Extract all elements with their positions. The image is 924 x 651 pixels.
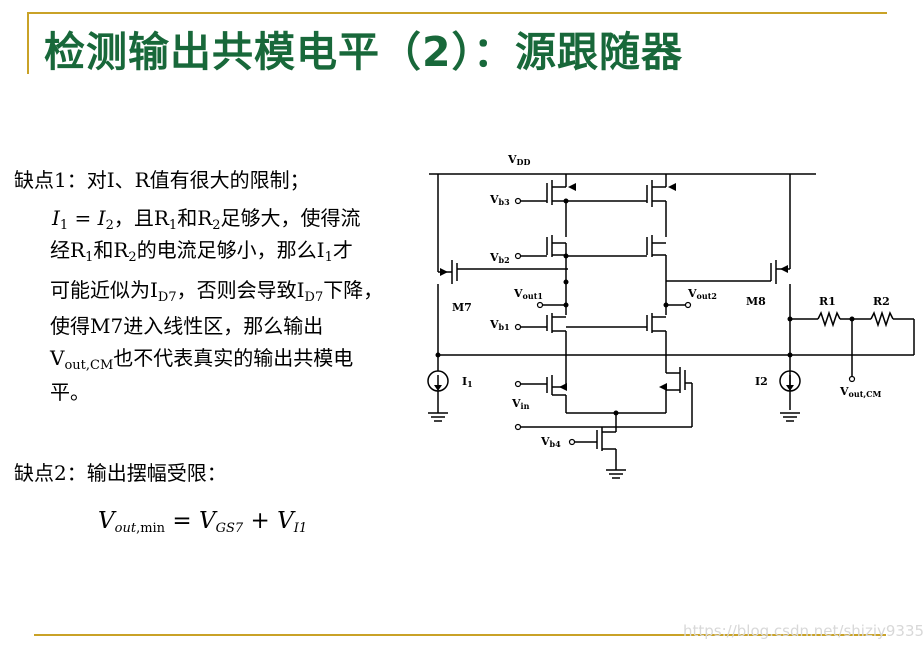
line2-a: 经R — [50, 238, 86, 262]
line1-sub2: 2 — [212, 218, 221, 233]
bottom-rule — [34, 634, 886, 636]
label-vb3: Vb3 — [489, 193, 510, 207]
drawback1-heading: 缺点1：对I、R值有很大的限制； — [14, 168, 310, 192]
f-vgs: V — [198, 508, 216, 534]
line1-a: ，且R — [113, 206, 169, 230]
line5-b: 也不代表真实的输出共模电 — [113, 346, 354, 370]
drawback1-line1: I1 = I2，且R1和R2足够大，使得流 — [52, 208, 361, 232]
line1-c: 足够大，使得流 — [220, 206, 361, 230]
line2-sub2: 2 — [128, 250, 137, 265]
drawback2-heading: 缺点2：输出摆幅受限： — [14, 461, 227, 485]
label-r1: R1 — [819, 295, 836, 308]
label-vin: Vin — [511, 397, 530, 411]
drawback2-formula: Vout,min = VGS7 + VI1 — [98, 508, 308, 536]
eq-i2: I — [97, 206, 106, 230]
line5-sub: out,CM — [64, 358, 114, 373]
page-title: 检测输出共模电平（2）：源跟随器 — [44, 28, 684, 76]
eq-equals: = — [68, 206, 98, 230]
f-vout-sub2: ,min — [136, 521, 166, 536]
drawback1-line6: 平。 — [50, 380, 90, 404]
drawback1-line3: 可能近似为ID7，否则会导致ID7下降， — [50, 280, 383, 304]
eq-i2-sub: 2 — [105, 218, 114, 233]
drawback1-line4: 使得M7进入线性区，那么输出 — [50, 314, 324, 338]
label-r2: R2 — [873, 295, 890, 308]
line2-sub1: 1 — [85, 250, 94, 265]
line1-sub1: 1 — [168, 218, 178, 233]
watermark: https://blog.csdn.net/shiziy9335 — [683, 622, 924, 640]
label-i2: I2 — [755, 375, 768, 388]
f-vout-sub: out — [114, 521, 137, 536]
label-voutcm: Vout,CM — [839, 385, 882, 399]
label-vb2: Vb2 — [489, 251, 510, 265]
drawback1-line5: Vout,CM也不代表真实的输出共模电 — [50, 348, 353, 372]
f-plus: + — [243, 508, 278, 534]
line2-c: 的电流足够小，那么I — [136, 238, 325, 262]
label-i1: I1 — [462, 375, 473, 389]
label-vout2: Vout2 — [687, 287, 717, 301]
eq-i1: I — [52, 206, 60, 230]
line2-sub3: 1 — [324, 250, 333, 265]
left-rule — [27, 12, 29, 74]
line3-b: ，否则会导致I — [176, 278, 305, 302]
drawback1-line2: 经R1和R2的电流足够小，那么I1才 — [50, 240, 353, 264]
label-vb1: Vb1 — [489, 318, 510, 332]
line2-d: 才 — [332, 238, 353, 262]
f-vi1: V — [277, 508, 294, 534]
line3-c: 下降， — [323, 278, 384, 302]
label-vout1: Vout1 — [513, 287, 543, 301]
eq-i1-sub: 1 — [59, 218, 69, 233]
line3-a: 可能近似为I — [50, 278, 158, 302]
label-m7: M7 — [452, 301, 472, 314]
label-vb4: Vb4 — [540, 435, 561, 449]
f-vi1-sub: I1 — [293, 521, 308, 536]
top-rule — [27, 12, 887, 14]
f-vout: V — [98, 508, 115, 534]
line5-v: V — [50, 346, 65, 370]
label-m8: M8 — [746, 295, 766, 308]
f-vgs-sub: GS7 — [215, 521, 244, 536]
line1-b: 和R — [177, 206, 213, 230]
line3-sub2: D7 — [304, 290, 324, 305]
f-eq: = — [165, 508, 199, 534]
label-vdd: VDD — [507, 153, 530, 167]
circuit-diagram: VDD Vb3 Vb2 Vb1 Vout1 Vout2 Vin Vb4 M7 M… — [427, 153, 915, 479]
line2-b: 和R — [93, 238, 129, 262]
line3-sub1: D7 — [157, 290, 177, 305]
